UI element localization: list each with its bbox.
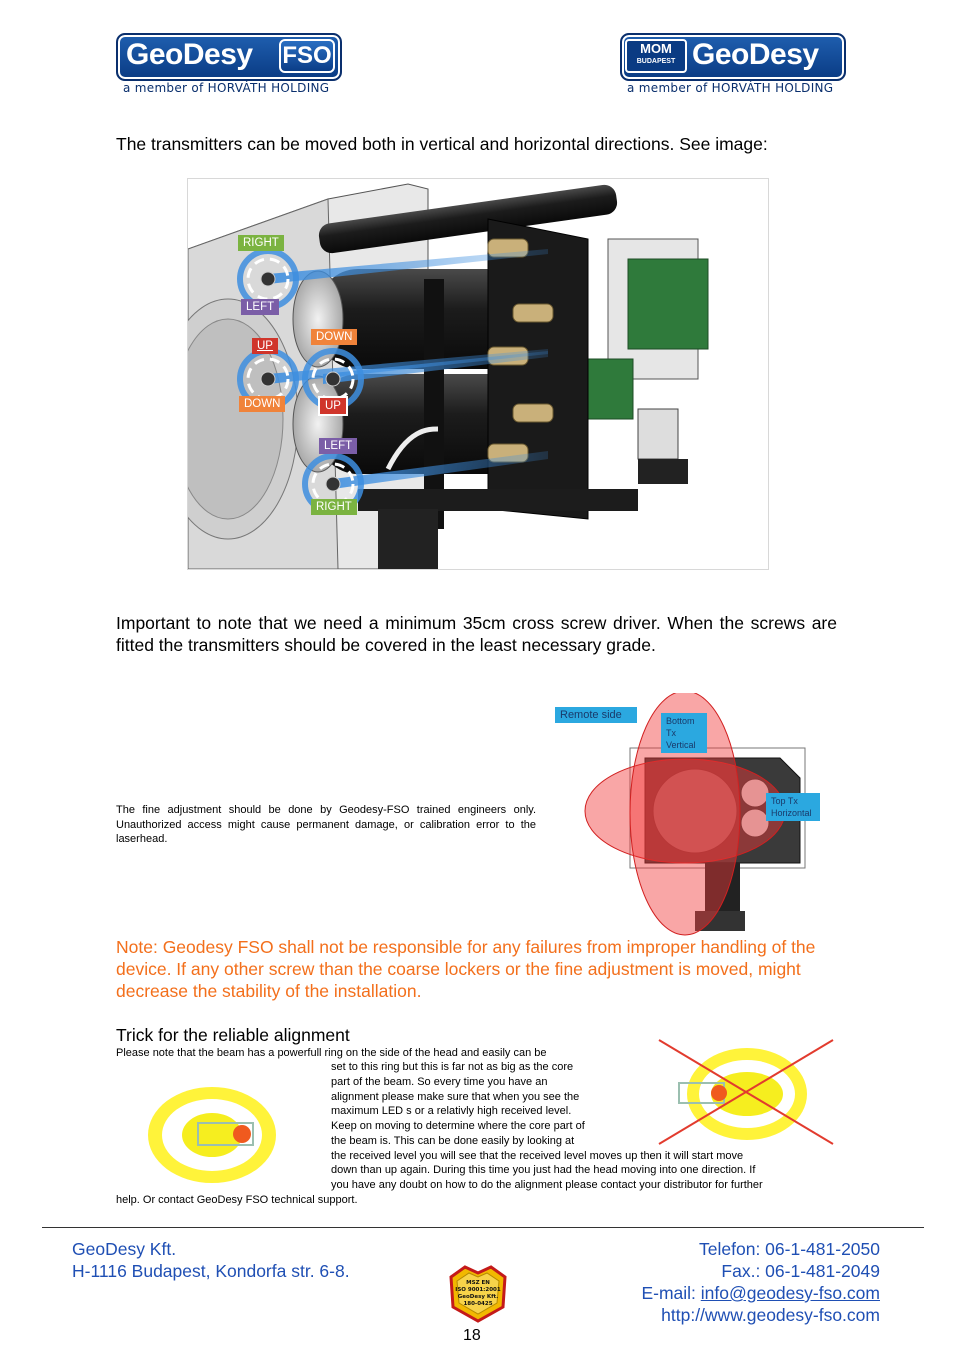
trick-line-1: Please note that the beam has a powerful… <box>116 1047 547 1059</box>
logo-brand-text: GeoDesy <box>692 38 819 71</box>
iso-certification-badge: MSZ EN ISO 9001:2001 GeoDesy Kft. 180-04… <box>447 1263 509 1323</box>
label-up-right: UP <box>318 396 348 416</box>
trick-line-10: you have any doubt on how to do the alig… <box>331 1179 763 1191</box>
trick-line-11: help. Or contact GeoDesy FSO technical s… <box>116 1194 358 1206</box>
footer-website-link[interactable]: http://www.geodesy-fso.com <box>661 1305 880 1325</box>
footer-email-label: E-mail: <box>641 1283 701 1303</box>
label-left-bottom: LEFT <box>319 438 358 454</box>
mom-badge: MOM BUDAPEST <box>625 39 687 73</box>
trick-line-4: alignment please make sure that when you… <box>331 1091 580 1103</box>
cert-line-4: 180-0425 <box>463 1301 493 1307</box>
intro-text: The transmitters can be moved both in ve… <box>116 134 768 154</box>
trick-line-2: set to this ring but this is far not as … <box>331 1061 574 1073</box>
page-number: 18 <box>463 1327 481 1344</box>
important-note: Important to note that we need a minimum… <box>116 613 837 655</box>
logo-tagline: a member of HORVÁTH HOLDING <box>627 81 834 95</box>
bottom-tx-label: Bottom Tx Vertical <box>661 713 707 753</box>
transmitter-illustration <box>188 183 709 569</box>
label-right-bottom: RIGHT <box>311 499 357 515</box>
footer-fax: Fax.: 06-1-481-2049 <box>721 1261 880 1281</box>
trick-line-8: the received level you will see that the… <box>331 1150 744 1162</box>
mom-geodesy-logo: MOM BUDAPEST GeoDesy a member of HORVÁTH… <box>620 33 846 97</box>
fine-adjustment-note: The fine adjustment should be done by Ge… <box>116 804 536 845</box>
transmitter-adjustment-figure: RIGHT LEFT UP DOWN DOWN UP LEFT RIGHT <box>187 178 769 570</box>
footer-email-row: E-mail: info@geodesy-fso.com <box>641 1282 880 1304</box>
label-left-top: LEFT <box>241 299 280 315</box>
cert-line-2: ISO 9001:2001 <box>455 1287 501 1293</box>
beam-coverage-figure: Remote side Bottom Tx Vertical Top Tx Ho… <box>555 690 830 938</box>
footer-email-link[interactable]: info@geodesy-fso.com <box>700 1283 880 1303</box>
footer-phone: Telefon: 06-1-481-2050 <box>699 1239 880 1259</box>
geodesy-fso-logo: GeoDesy FSO a member of HORVÁTH HOLDING <box>116 33 342 97</box>
correct-alignment-illustration <box>146 1085 278 1185</box>
footer-address: H-1116 Budapest, Kondorfa str. 6-8. <box>72 1261 350 1281</box>
logo-brand-text: GeoDesy <box>126 38 253 71</box>
trick-line-3: part of the beam. So every time you have… <box>331 1076 548 1088</box>
trick-line-9: down than up again. During this time you… <box>331 1164 756 1176</box>
trick-line-7: the beam is. This can be done easily by … <box>331 1135 575 1147</box>
trick-line-6: Keep on moving to determine where the co… <box>331 1120 585 1132</box>
logo-fso-badge: FSO <box>279 39 335 73</box>
trick-title: Trick for the reliable alignment <box>116 1025 350 1045</box>
trick-line-5: maximum LED s or a relativly high receiv… <box>331 1105 572 1117</box>
footer-company: GeoDesy Kft. <box>72 1239 177 1259</box>
footer-divider <box>42 1227 924 1228</box>
label-down-right: DOWN <box>311 329 358 345</box>
incorrect-alignment-illustration <box>657 1038 835 1146</box>
logo-tagline: a member of HORVÁTH HOLDING <box>123 81 330 95</box>
remote-side-label: Remote side <box>555 707 637 723</box>
label-right-top: RIGHT <box>238 235 284 251</box>
label-down-left: DOWN <box>239 396 286 412</box>
label-up-left: UP <box>252 338 278 354</box>
cert-line-3: GeoDesy Kft. <box>457 1294 499 1300</box>
top-tx-label: Top Tx Horizontal <box>766 793 820 821</box>
beam-coverage-illustration <box>584 690 806 936</box>
warning-note: Note: Geodesy FSO shall not be responsib… <box>116 937 816 1001</box>
cert-line-1: MSZ EN <box>466 1280 490 1286</box>
